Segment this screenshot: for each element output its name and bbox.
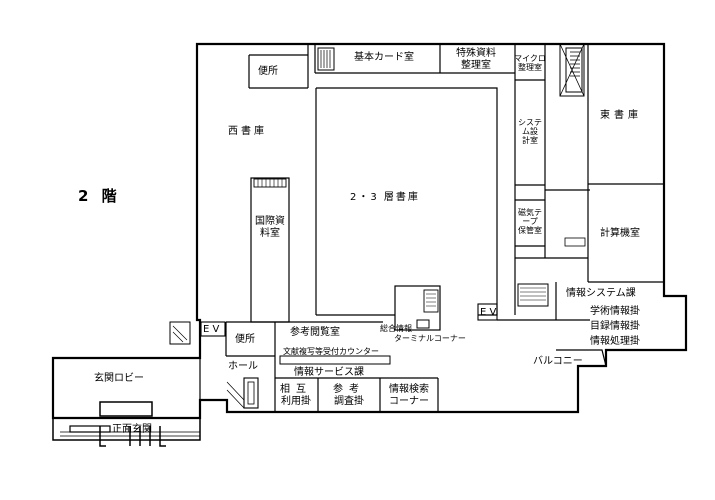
lobby-counter [99,401,153,417]
info-system: 情報システム課 [566,288,636,299]
room-micro: マイクロ整理室 [514,54,546,72]
room-east-stacks: 東書庫 [600,110,642,121]
stacks-central [316,87,498,316]
restroom-south: 便所 [235,334,255,345]
room-reference-reading: 参考閲覧室 [290,327,340,338]
floor-label: 2 階 [78,187,121,205]
search-corner: 情報検索コーナー [389,384,429,407]
front-entrance: 正面玄関 [112,424,152,435]
room-stacks-23: 2・3 層書庫 [350,192,420,203]
balcony: バルコニー [533,356,583,367]
building-outline [51,42,688,420]
catalog-info: 目録情報掛 [590,321,640,332]
ev-east: E V [480,307,497,318]
entrance-doors [99,426,166,447]
room-international: 国際資料室 [255,216,285,239]
room-system-design: システム設計室 [518,118,542,145]
ev-west: E V [203,324,220,335]
academic-info: 学術情報掛 [590,306,640,317]
reference-survey: 参考調査掛 [333,384,365,407]
room-magnetic-tape: 磁気テープ保管室 [518,208,542,235]
counter: 文献複写等受付カウンター [283,347,379,356]
info-processing: 情報処理掛 [590,336,640,347]
front-entrance-outline [52,418,201,441]
room-west-stacks: 西書庫 [228,126,267,137]
room-computer: 計算機室 [600,228,640,239]
terminal-corner: 総合情報ターミナルコーナー [380,324,466,343]
mutual-use: 相互利用掛 [280,384,312,407]
room-basic-card: 基本カード室 [354,52,414,63]
hall: ホール [228,361,258,372]
entrance-lobby: 玄関ロビー [94,373,144,384]
room-special-materials: 特殊資料整理室 [456,48,496,71]
restroom-west: 便所 [258,66,278,77]
info-service: 情報サービス課 [294,367,364,378]
